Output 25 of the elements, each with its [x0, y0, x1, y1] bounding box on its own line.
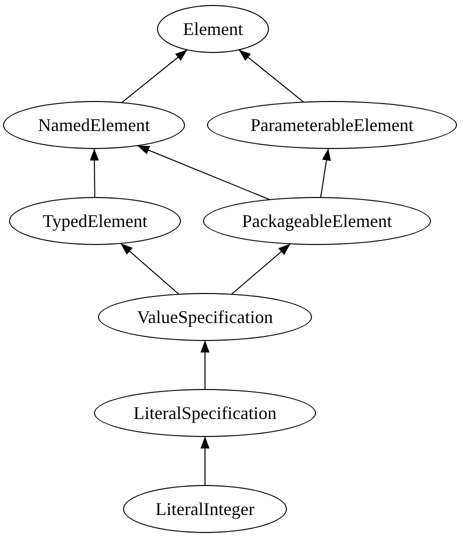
arrow [136, 145, 270, 200]
ellipse-node [9, 197, 181, 245]
node-label: TypedElement [42, 212, 148, 230]
node-label: PackageableElement [242, 212, 392, 230]
ellipse-node [98, 293, 312, 341]
arrow [200, 436, 210, 486]
node-label: LiteralInteger [156, 500, 254, 518]
ellipse-node [94, 389, 316, 437]
node-label: Element [183, 20, 243, 38]
arrow [200, 340, 210, 390]
arrow [90, 148, 99, 198]
ellipse-node [123, 485, 287, 533]
node-label: LiteralSpecification [134, 404, 276, 422]
node-label: ValueSpecification [137, 308, 273, 326]
arrow [121, 49, 188, 104]
arrow [320, 148, 331, 198]
node-label: ParameterableElement [250, 116, 414, 134]
arrow [238, 49, 304, 103]
arrow [120, 242, 180, 295]
ellipse-node [203, 197, 431, 245]
arrow [231, 243, 291, 295]
ellipse-node [3, 101, 185, 149]
node-label: NamedElement [38, 116, 150, 134]
ellipse-node [207, 101, 457, 149]
ellipse-node [157, 5, 269, 53]
